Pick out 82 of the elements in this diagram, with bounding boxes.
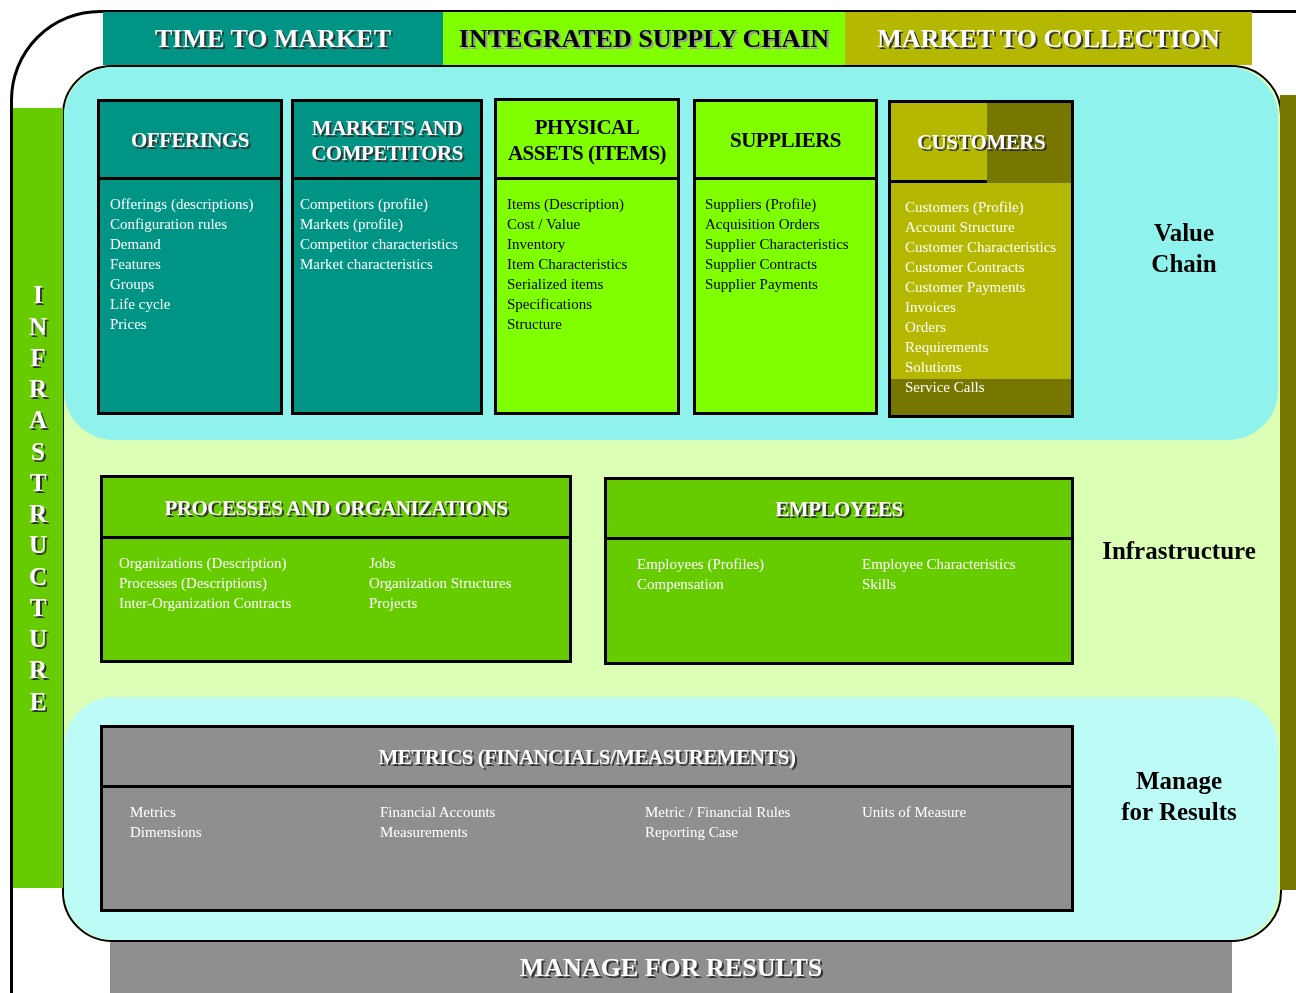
side-bar: [1280, 95, 1296, 890]
box-heading: CUSTOMERS: [916, 130, 1046, 156]
list-item: Organization Structures: [369, 574, 512, 593]
list-item: Projects: [369, 594, 419, 613]
banner-title: TIME TO MARKET: [155, 23, 391, 55]
banner-title: MARKET TO COLLECTION: [877, 23, 1220, 55]
list-item: Suppliers (Profile): [705, 195, 818, 214]
list-item: Inter-Organization Contracts: [119, 594, 292, 613]
footer-banner: [110, 942, 1232, 993]
list-item: Employees (Profiles): [637, 555, 765, 574]
list-item: Supplier Contracts: [705, 255, 819, 274]
box-heading: SUPPLIERS: [730, 128, 841, 154]
list-item: Service Calls: [905, 378, 986, 397]
list-item: Features: [110, 255, 162, 274]
list-item: Skills: [862, 575, 898, 594]
list-item: Organizations (Description): [119, 554, 288, 573]
list-item: Measurements: [380, 823, 469, 842]
vertical-title: INFRASTRUCTURE: [28, 280, 48, 717]
list-item: Requirements: [905, 338, 990, 357]
list-item: Prices: [110, 315, 148, 334]
category-box: [100, 475, 572, 663]
category-box: [494, 98, 680, 415]
list-item: Orders: [905, 318, 947, 337]
list-item: Supplier Payments: [705, 275, 819, 294]
list-item: Units of Measure: [862, 803, 967, 822]
list-item: Customer Characteristics: [905, 238, 1057, 257]
list-item: Cost / Value: [507, 215, 582, 234]
list-item: Offerings (descriptions): [110, 195, 254, 214]
box-heading: MARKETS AND COMPETITORS: [310, 115, 464, 167]
list-item: Item Characteristics: [507, 255, 628, 274]
list-item: Dimensions: [130, 823, 202, 842]
list-item: Customer Contracts: [905, 258, 1026, 277]
list-item: Groups: [110, 275, 156, 294]
list-item: Jobs: [369, 554, 397, 573]
manage-for-results-panel: [64, 697, 1278, 940]
side-banner: [13, 108, 63, 888]
list-item: Configuration rules: [110, 215, 229, 234]
box-heading: METRICS (FINANCIALS/MEASUREMENTS): [378, 745, 796, 771]
list-item: Reporting Case: [645, 823, 739, 842]
list-item: Account Structure: [905, 218, 1016, 237]
list-item: Compensation: [637, 575, 725, 594]
list-item: Customers (Profile): [905, 198, 1025, 217]
list-item: Market characteristics: [300, 255, 434, 274]
section-banner: [845, 12, 1252, 65]
list-item: Competitors (profile): [300, 195, 429, 214]
value-chain-panel: [64, 67, 1278, 440]
banner-title: MANAGE FOR RESULTS: [519, 952, 823, 984]
list-item: Acquisition Orders: [705, 215, 821, 234]
category-box: [888, 100, 1074, 418]
banner-title: INTEGRATED SUPPLY CHAIN: [458, 23, 830, 55]
list-item: Employee Characteristics: [862, 555, 1016, 574]
list-item: Demand: [110, 235, 162, 254]
list-item: Solutions: [905, 358, 963, 377]
list-item: Inventory: [507, 235, 567, 254]
list-item: Items (Description): [507, 195, 626, 214]
list-item: Life cycle: [110, 295, 172, 314]
region-label: Manage for Results: [1120, 766, 1238, 828]
category-box: [100, 725, 1074, 912]
list-item: Specifications: [507, 295, 593, 314]
list-item: Markets (profile): [300, 215, 404, 234]
box-heading: PHYSICAL ASSETS (ITEMS): [506, 115, 668, 166]
box-heading: OFFERINGS: [131, 128, 249, 154]
category-box: [604, 477, 1074, 665]
list-item: Supplier Characteristics: [705, 235, 849, 254]
region-label: Infrastructure: [1101, 536, 1257, 566]
category-box: [97, 99, 283, 415]
category-box: [291, 99, 483, 415]
list-item: Metrics: [130, 803, 177, 822]
list-item: Competitor characteristics: [300, 235, 458, 254]
box-heading: EMPLOYEES: [775, 497, 903, 523]
section-banner: [443, 12, 845, 65]
region-label: Value Chain: [1150, 218, 1218, 280]
list-item: Customer Payments: [905, 278, 1027, 297]
box-heading: PROCESSES AND ORGANIZATIONS: [164, 495, 508, 522]
list-item: Invoices: [905, 298, 957, 317]
list-item: Structure: [507, 315, 563, 334]
list-item: Financial Accounts: [380, 803, 496, 822]
category-box: [693, 99, 878, 415]
list-item: Metric / Financial Rules: [645, 803, 791, 822]
section-banner: [103, 12, 443, 65]
list-item: Processes (Descriptions): [119, 574, 268, 593]
list-item: Serialized items: [507, 275, 605, 294]
